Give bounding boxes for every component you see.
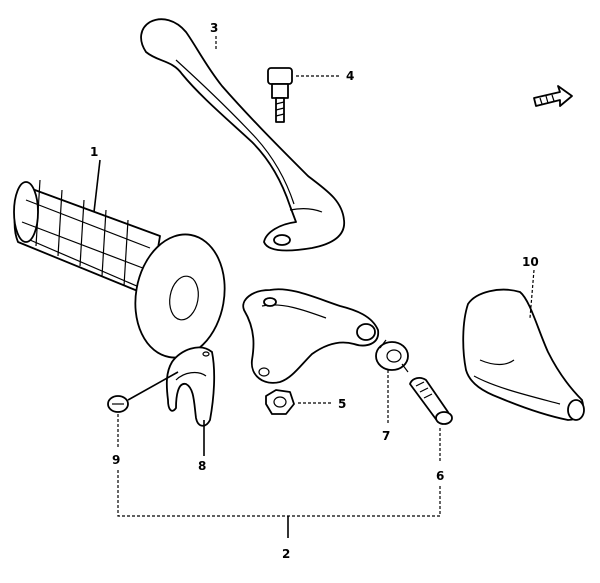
callout-9: 9 (112, 453, 120, 467)
callout-7: 7 (382, 429, 390, 443)
clamp-screw (107, 371, 179, 413)
front-arrow-icon (533, 85, 573, 107)
callout-5: 5 (338, 397, 346, 411)
callout-3: 3 (210, 21, 218, 35)
lever-bolt (267, 67, 293, 123)
lever-boot (462, 288, 585, 421)
callout-2: 2 (282, 547, 290, 561)
callout-8: 8 (198, 459, 206, 473)
lever-holder-bracket (242, 288, 379, 384)
cable-adjuster (409, 377, 453, 425)
callout-4: 4 (346, 69, 354, 83)
callout-6: 6 (436, 469, 444, 483)
callout-10: 10 (522, 255, 539, 269)
handlebar-grip (13, 179, 226, 359)
nut (265, 389, 295, 415)
callout-1: 1 (90, 145, 98, 159)
clamp-half (165, 346, 216, 427)
adjuster-washer (375, 339, 409, 373)
clutch-lever (140, 18, 345, 252)
leader-lines (93, 36, 535, 538)
